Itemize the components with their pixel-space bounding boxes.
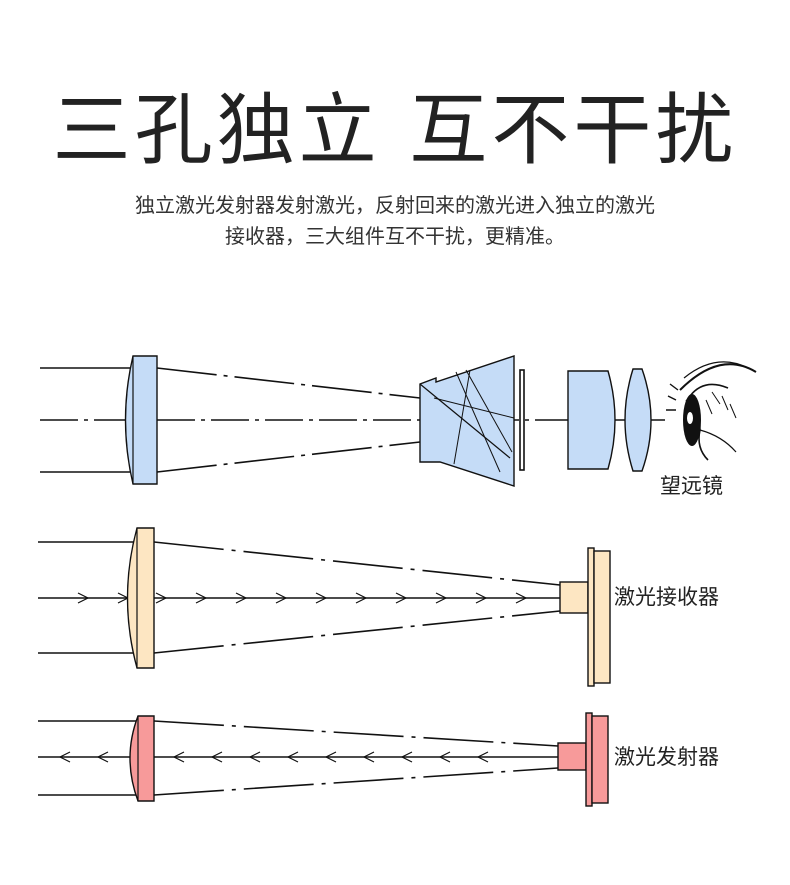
receiver-diagram [38,527,611,687]
telescope-converge-bottom [156,441,421,473]
emitter-label: 激光发射器 [614,745,719,769]
receiver-sensor [559,581,589,614]
emitter-converge-bottom [153,767,559,796]
telescope-plate [519,369,525,471]
telescope-eyepiece-lens [624,368,652,472]
receiver-lens [126,527,155,669]
receiver-converge-bottom [153,610,561,654]
subtitle-line-2: 接收器，三大组件互不干扰，更精准。 [225,224,565,248]
emitter-axis-arrows [58,751,489,763]
page-subtitle: 独立激光发射器发射激光，反射回来的激光进入独立的激光 接收器，三大组件互不干扰，… [0,190,790,252]
emitter-source [557,742,587,771]
telescope-label: 望远镜 [660,474,723,498]
emitter-board [585,712,593,807]
subtitle-line-1: 独立激光发射器发射激光，反射回来的激光进入独立的激光 [135,193,655,217]
receiver-board [587,547,595,687]
emitter-diagram [38,712,609,807]
receiver-axis-arrows [77,592,528,604]
page-title: 三孔独立 互不干扰 [52,86,738,176]
receiver-converge-top [153,541,561,586]
emitter-converge-top [153,720,559,747]
telescope-objective-lens [124,355,158,485]
receiver-board-back [593,550,611,684]
eye-icon [666,361,757,461]
receiver-label: 激光接收器 [614,585,719,609]
emitter-lens [129,715,155,802]
telescope-eyepiece-block [567,370,616,470]
telescope-converge-top [156,367,421,399]
telescope-diagram [40,355,665,487]
emitter-board-back [591,715,609,804]
telescope-prism [419,355,515,487]
